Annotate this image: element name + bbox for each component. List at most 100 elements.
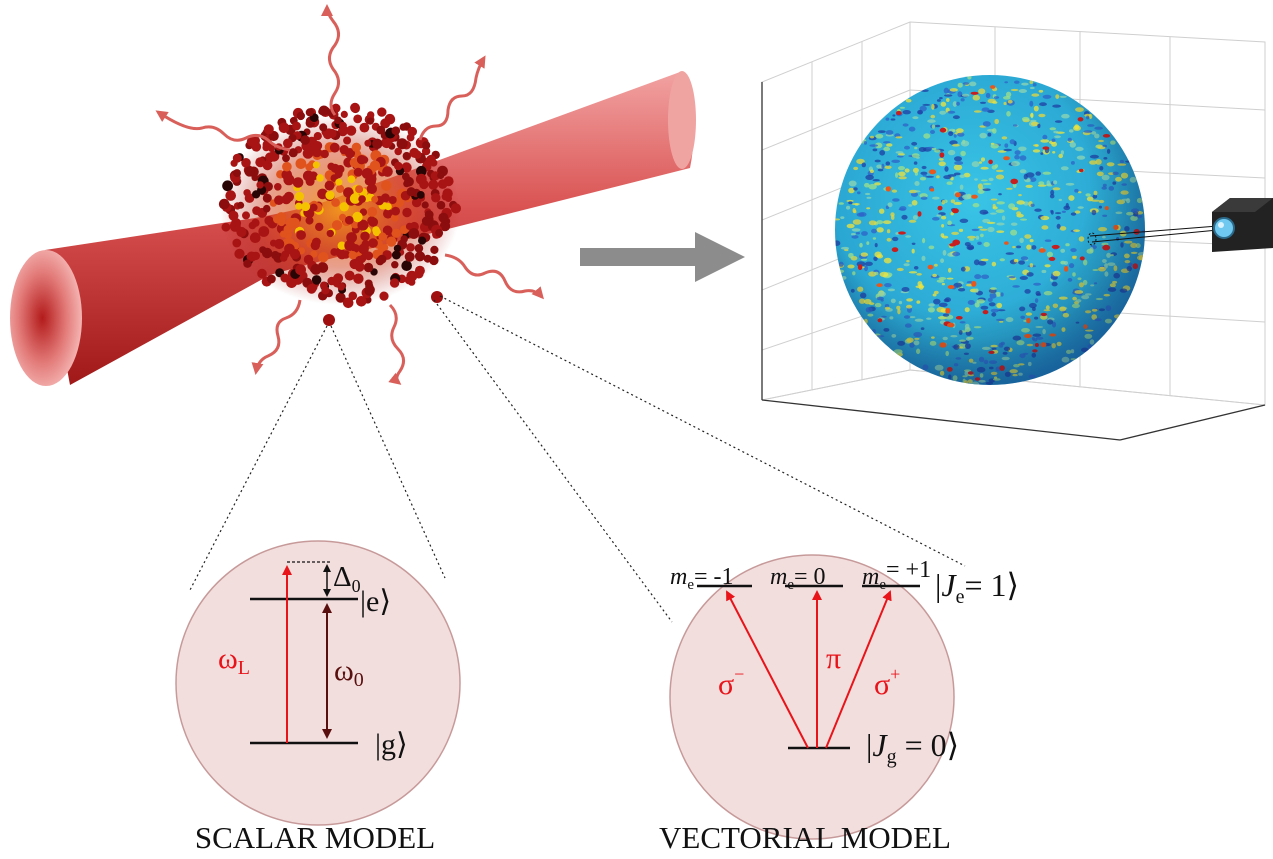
atom-dot [372, 138, 383, 149]
atom-dot [251, 232, 259, 240]
atom-dot [255, 157, 266, 168]
atom-dot [340, 110, 348, 118]
atom-dot [317, 188, 328, 200]
atom-dot [391, 206, 400, 216]
atom-dot [295, 202, 303, 210]
atom-dot [376, 125, 386, 135]
atom-dot [263, 124, 274, 135]
atom-dot [418, 236, 427, 245]
atom-dot [312, 147, 322, 158]
atom-dot [300, 135, 310, 145]
atom-dot [382, 166, 393, 177]
atom-dot [292, 121, 301, 131]
atom-dot [391, 228, 401, 238]
photon-wave [444, 253, 544, 300]
atom-dot [391, 250, 401, 260]
atom-dot [331, 198, 340, 207]
sigma-plus-label: σ+ [874, 664, 900, 701]
atom-dot [271, 251, 280, 260]
atom-dot [402, 152, 411, 160]
atom-dot [393, 244, 402, 253]
atom-dot [371, 195, 379, 203]
atom-dot [305, 216, 314, 225]
atom-dot [324, 180, 335, 191]
atom-dot [295, 158, 307, 170]
atom-dot [361, 156, 369, 164]
atom-dot [363, 262, 374, 273]
atom-dot [394, 147, 403, 156]
atom-dot [312, 237, 321, 247]
atom-dot [416, 165, 427, 177]
atom-dot [429, 255, 439, 266]
atom-dot [364, 139, 372, 147]
atom-dot [279, 254, 288, 262]
atom-dot [296, 230, 306, 240]
laser-beam-near-end [10, 250, 82, 386]
atom-dot [381, 137, 392, 149]
atom-dot [288, 148, 298, 158]
atom-dot [286, 217, 296, 228]
atom-dot [358, 195, 366, 203]
atom-dot [379, 291, 389, 301]
atom-dot [334, 116, 342, 125]
atom-dot [337, 241, 346, 250]
atom-dot [331, 220, 343, 231]
atom-dot [339, 213, 347, 221]
atom-dot [401, 260, 413, 272]
atom-dot [396, 138, 408, 150]
atom-dot [234, 248, 245, 259]
atom-dot [414, 265, 425, 276]
ground-manifold-label: |Jg = 0⟩ [866, 727, 959, 768]
atom-dot [364, 251, 374, 261]
atom-dot [252, 190, 261, 199]
photon-wave [321, 4, 340, 116]
atom-dot [319, 123, 328, 132]
atom-dot [424, 210, 434, 220]
atom-dot [360, 231, 370, 241]
atom-dot [408, 228, 420, 239]
atom-dot [431, 193, 441, 203]
atom-dot [352, 211, 363, 223]
sigma-plus-arrow [825, 590, 892, 749]
atom-dot [382, 225, 393, 236]
atom-dot [347, 175, 356, 184]
atom-dot [421, 201, 429, 209]
atom-dot [366, 117, 374, 125]
photon-wave [155, 110, 291, 152]
atom-dot [270, 239, 277, 247]
atom-dot [383, 208, 393, 219]
atom-dot [430, 171, 440, 181]
atom-dot [267, 144, 276, 153]
atom-dot [361, 168, 373, 179]
atom-dot [381, 180, 392, 191]
atom-dot [339, 121, 347, 130]
excited-state-label: |e⟩ [360, 585, 391, 618]
atom-dot [242, 211, 250, 220]
atom-dot [439, 220, 451, 232]
atom-dot [228, 210, 239, 221]
atom-dot [244, 166, 255, 177]
atom-dot [326, 229, 334, 238]
atom-dot [344, 240, 356, 251]
atom-dot [246, 136, 258, 147]
atom-dot [333, 273, 344, 284]
atom-dot [276, 212, 287, 223]
sigma-minus-arrow [726, 590, 809, 749]
atom-dot [292, 177, 304, 188]
scattered-photons [155, 4, 544, 385]
atom-dot [283, 138, 293, 149]
atom-dot [354, 261, 365, 272]
atom-dot [359, 122, 370, 133]
atom-dot [399, 123, 407, 131]
atom-dot [246, 251, 257, 262]
atom-dot [335, 292, 346, 303]
scalar-model-circle [175, 540, 461, 826]
transition-frequency-label: ω0 [334, 654, 364, 691]
laser-beam-far-end [668, 71, 696, 169]
atom-dot [337, 283, 346, 291]
atom-dot [318, 252, 329, 263]
atom-dot [282, 161, 292, 172]
atom-dot [265, 152, 275, 163]
atom-dot [389, 278, 400, 288]
detuning-label: Δ0 [333, 561, 361, 596]
